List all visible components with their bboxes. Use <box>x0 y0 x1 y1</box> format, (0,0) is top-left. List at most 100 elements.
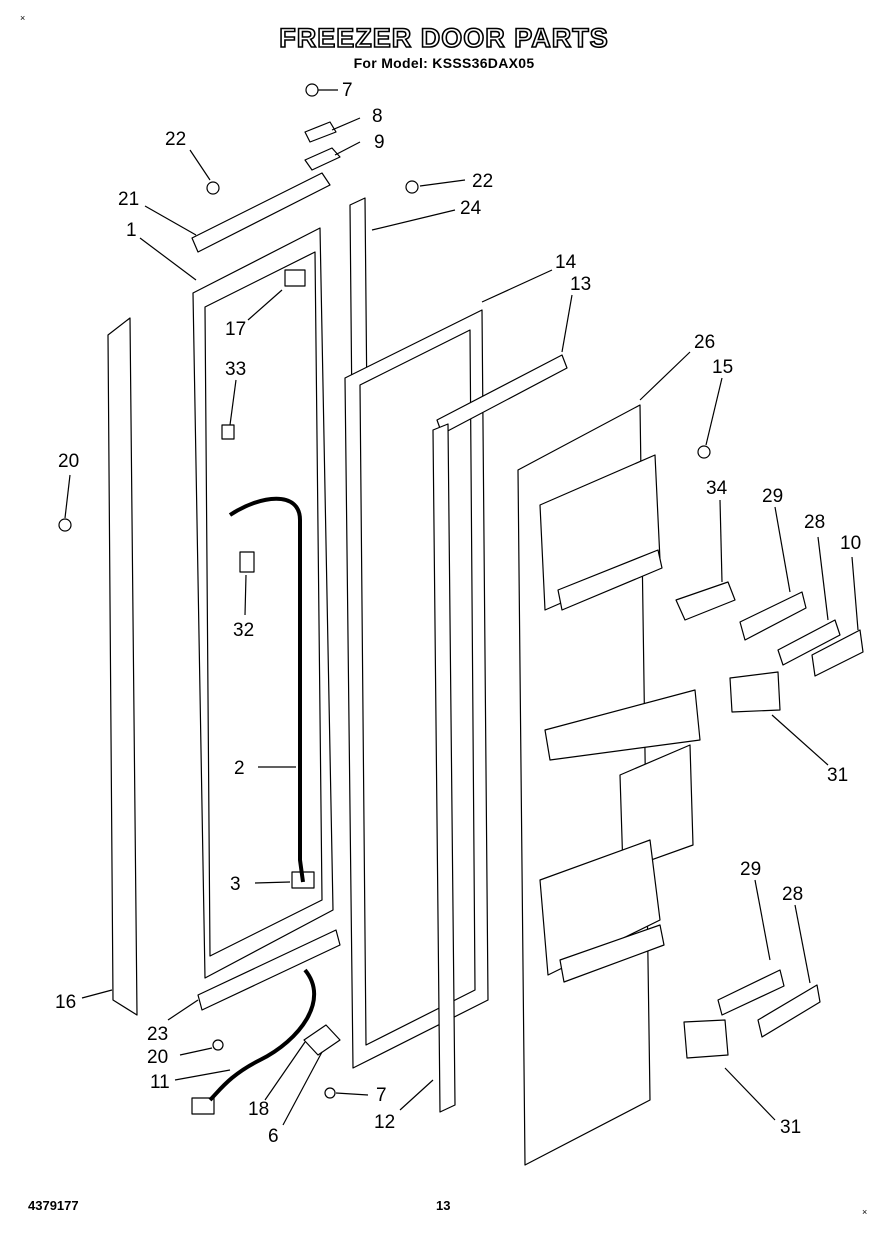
part-7-screw-lower <box>324 1087 336 1099</box>
document-number: 4379177 <box>28 1198 79 1213</box>
part-32-connector <box>239 551 255 573</box>
callout-28-upper: 28 <box>804 512 825 533</box>
leader-8 <box>331 117 361 131</box>
callout-34: 34 <box>706 478 728 499</box>
leader-15 <box>705 377 723 446</box>
part-28-strip-upper <box>777 619 841 666</box>
leader-23 <box>167 999 199 1021</box>
dispenser-window <box>619 744 694 871</box>
part-28-strip-lower <box>757 984 821 1038</box>
part-9-hinge-plate <box>304 147 341 171</box>
part-1-door-frame-inner <box>204 251 323 957</box>
part-10-label <box>811 629 864 677</box>
leader-7-lower <box>335 1092 369 1096</box>
part-23-bottom-bracket <box>197 929 341 1011</box>
part-31-cap-lower <box>683 1019 729 1059</box>
corner-mark-bottom-right: × <box>862 1207 868 1217</box>
corner-mark-top-left: × <box>20 13 26 23</box>
part-11-plug <box>191 1097 215 1115</box>
part-11-harness-wire <box>208 968 317 1102</box>
callout-21: 21 <box>118 189 139 210</box>
callout-20-upper: 20 <box>58 451 79 472</box>
callout-11: 11 <box>150 1072 170 1093</box>
leader-13 <box>561 294 573 353</box>
leader-3 <box>254 881 291 884</box>
dispenser-tray <box>544 689 701 761</box>
callout-20-lower: 20 <box>147 1047 168 1068</box>
callout-16: 16 <box>55 992 76 1013</box>
part-22-screw-right <box>405 180 419 194</box>
callout-3: 3 <box>230 874 241 895</box>
part-7-screw-top <box>305 83 319 97</box>
leader-20-lower <box>179 1047 213 1056</box>
leader-22-right <box>419 179 466 187</box>
leader-1 <box>139 237 197 281</box>
part-18-lower-hinge <box>303 1024 341 1056</box>
leader-33 <box>229 379 237 426</box>
leader-32 <box>244 574 247 616</box>
leader-20-upper <box>64 474 71 519</box>
callout-9: 9 <box>374 132 385 153</box>
callout-24: 24 <box>460 198 482 219</box>
leader-29-lower <box>754 879 771 961</box>
leader-12 <box>399 1079 434 1111</box>
callout-33: 33 <box>225 359 246 380</box>
leader-31-lower <box>724 1067 776 1121</box>
callout-15: 15 <box>712 357 733 378</box>
dispenser-grille-upper <box>557 549 663 611</box>
callout-23: 23 <box>147 1024 168 1045</box>
part-33-clip <box>221 424 235 440</box>
leader-17 <box>247 289 283 321</box>
part-20-screw-upper <box>58 518 72 532</box>
part-22-screw-left <box>206 181 220 195</box>
callout-32: 32 <box>233 620 254 641</box>
callout-10: 10 <box>840 533 861 554</box>
part-31-cap-upper <box>729 671 781 713</box>
callout-31-upper: 31 <box>827 765 848 786</box>
header: FREEZER DOOR PARTS For Model: KSSS36DAX0… <box>0 22 888 72</box>
callout-22-left: 22 <box>165 129 186 150</box>
part-2-heater-wire <box>228 496 305 883</box>
part-34-ice-chute <box>675 581 736 621</box>
leader-14 <box>481 269 553 303</box>
leader-22-left <box>189 149 211 181</box>
part-29-strip-lower <box>717 969 785 1016</box>
part-15-screw <box>697 445 711 459</box>
callout-2: 2 <box>234 758 245 779</box>
leader-6 <box>282 1051 323 1126</box>
leader-9 <box>334 141 361 156</box>
callout-18: 18 <box>248 1099 269 1120</box>
leader-10 <box>851 556 859 631</box>
leader-31-upper <box>771 714 829 766</box>
dispenser-lower-recess <box>539 839 661 976</box>
callout-6: 6 <box>268 1126 279 1147</box>
leader-26 <box>639 351 691 401</box>
leader-28-lower <box>794 904 811 984</box>
page-number: 13 <box>436 1198 451 1213</box>
part-17-clip <box>284 269 306 287</box>
part-29-strip-upper <box>739 591 807 641</box>
part-16-liner-strip <box>107 317 138 1016</box>
part-14-gasket-inner <box>359 329 476 1046</box>
callout-29-upper: 29 <box>762 486 783 507</box>
callout-14: 14 <box>555 252 577 273</box>
part-21-top-bracket <box>191 172 331 253</box>
leader-18 <box>264 1041 306 1101</box>
callout-13: 13 <box>570 274 591 295</box>
callout-28-lower: 28 <box>782 884 803 905</box>
leader-29-upper <box>774 506 791 593</box>
part-8-hinge-pin <box>304 121 337 143</box>
callout-7-lower: 7 <box>376 1085 387 1106</box>
part-20-screw-lower <box>212 1039 224 1051</box>
callout-7-top: 7 <box>342 80 353 101</box>
leader-16 <box>81 989 113 999</box>
callout-26: 26 <box>694 332 715 353</box>
leader-34 <box>719 499 723 583</box>
leader-28-upper <box>817 536 829 621</box>
leader-21 <box>144 205 197 236</box>
callout-22-right: 22 <box>472 171 493 192</box>
callout-12: 12 <box>374 1112 395 1133</box>
part-12-side-strip <box>432 423 456 1113</box>
callout-29-lower: 29 <box>740 859 761 880</box>
callout-8: 8 <box>372 106 383 127</box>
